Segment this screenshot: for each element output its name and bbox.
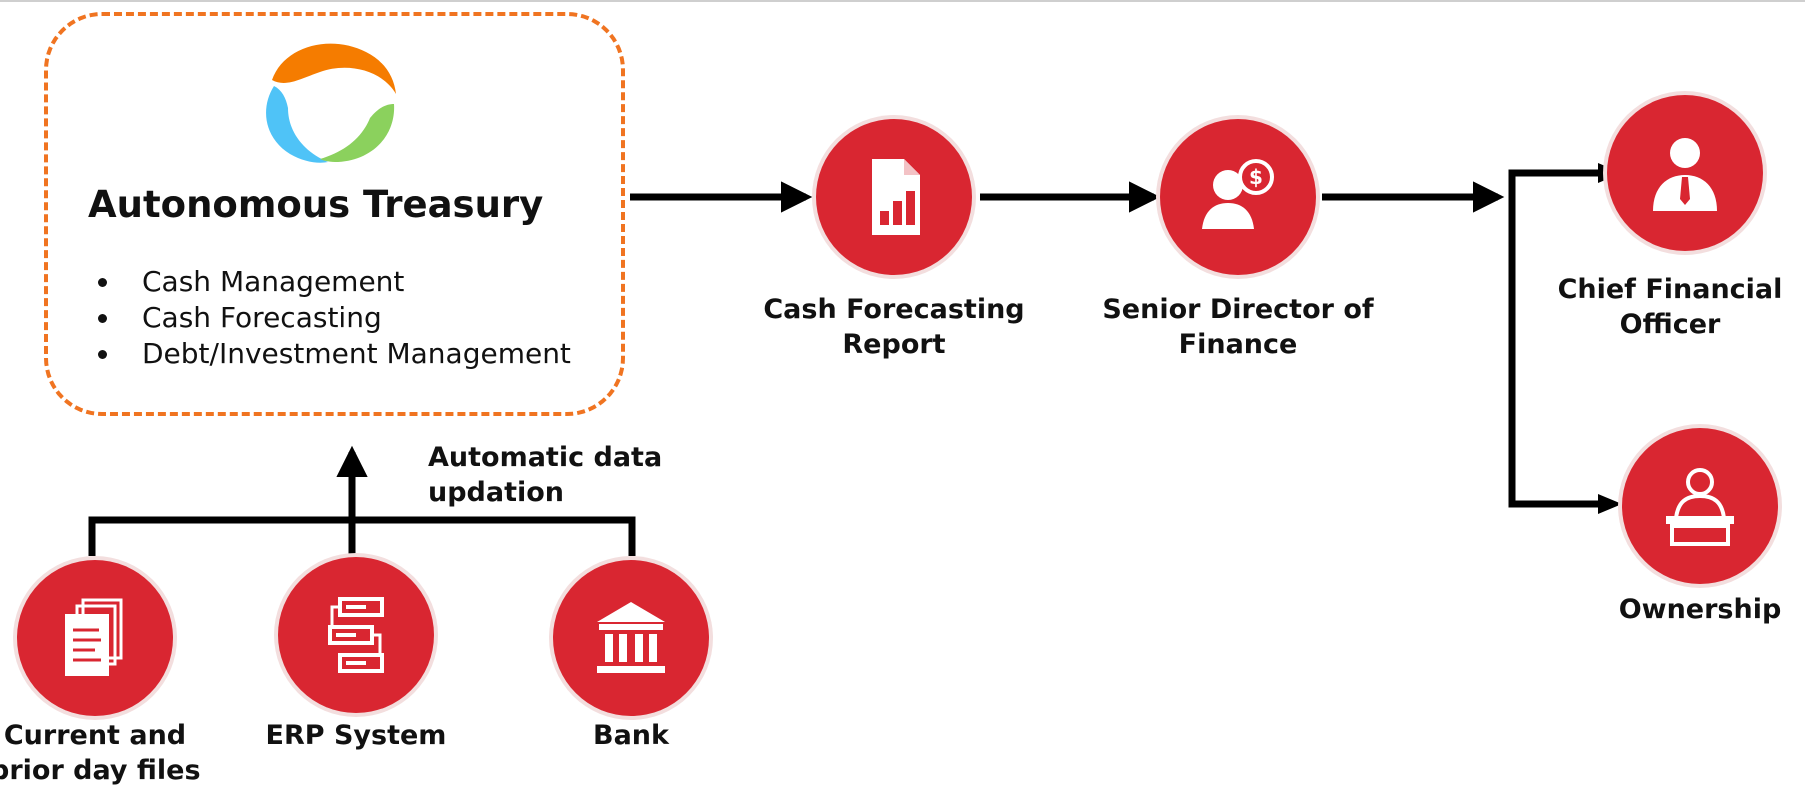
current-prior-files-label: Current and prior day files <box>0 720 201 786</box>
executive-icon <box>1653 138 1717 211</box>
bank-label: Bank <box>593 720 669 751</box>
list-item: Cash Forecasting <box>78 300 571 336</box>
autonomous-treasury-box <box>44 12 625 416</box>
senior-director-label: Senior Director of Finance <box>1102 294 1374 360</box>
cash-forecasting-report-node <box>816 119 972 275</box>
bank-node <box>553 560 709 716</box>
erp-system-label: ERP System <box>265 720 447 751</box>
branch-bracket <box>1508 169 1612 508</box>
list-item: Cash Management <box>78 264 571 300</box>
cash-forecasting-report-label: Cash Forecasting Report <box>763 294 1025 360</box>
svg-text:$: $ <box>1249 165 1263 189</box>
list-item: Debt/Investment Management <box>78 336 571 372</box>
documents-icon <box>65 598 123 676</box>
report-chart-icon <box>872 159 920 235</box>
finance-person-icon: $ <box>1202 159 1274 229</box>
source-bracket <box>88 516 636 556</box>
automatic-update-label: Automatic data updation <box>428 442 663 508</box>
servers-icon <box>328 597 384 673</box>
ownership-node <box>1622 428 1778 584</box>
senior-director-node: $ <box>1160 119 1316 275</box>
cfo-label: Chief Financial Officer <box>1557 274 1783 340</box>
owner-podium-icon <box>1666 468 1734 546</box>
erp-system-node <box>278 557 434 713</box>
bank-icon <box>597 602 665 673</box>
cfo-node <box>1607 95 1763 251</box>
ownership-label: Ownership <box>1618 594 1782 625</box>
company-logo-icon <box>266 43 396 163</box>
current-prior-files-node <box>17 560 173 716</box>
top-divider <box>0 0 1805 2</box>
arrowhead-ownership <box>1598 494 1622 514</box>
treasury-feature-list: Cash Management Cash Forecasting Debt/In… <box>78 264 571 372</box>
treasury-title: Autonomous Treasury <box>88 183 544 226</box>
